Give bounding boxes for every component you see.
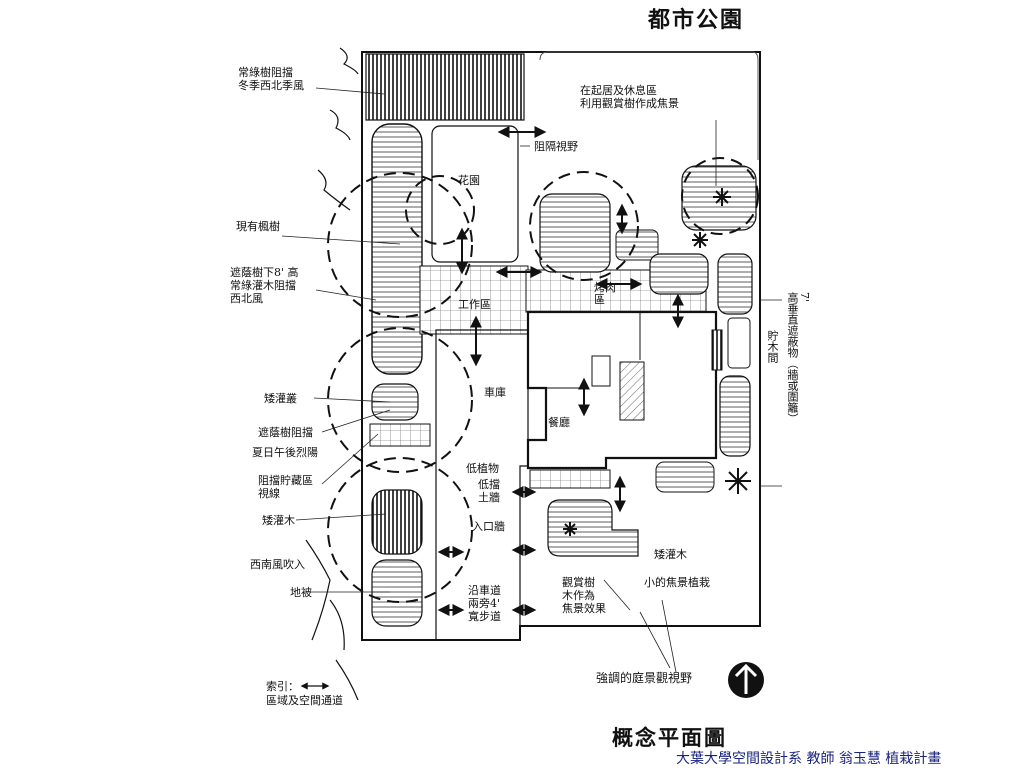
flower-garden-bed [431, 125, 519, 263]
north-arrow-symbol [728, 662, 764, 698]
label-index: 索引： [266, 680, 299, 693]
label-small-focal: 小的焦景植栽 [644, 576, 710, 589]
right-shrub-bed [717, 253, 753, 315]
storage-paving [369, 423, 431, 447]
label-garage: 車庫 [484, 386, 506, 399]
label-ornamental-tree: 觀賞樹 木作為 焦景效果 [562, 576, 606, 615]
woodpile-box [727, 317, 751, 369]
label-dwarf-shrub-right: 矮灌木 [654, 548, 687, 561]
dwarf-shrub-block [371, 489, 423, 555]
label-woodpile: 貯木間 [766, 330, 779, 363]
evergreen-windbreak-top [365, 53, 525, 121]
house-outline [526, 310, 723, 470]
title-concept-plan: 概念平面圖 [612, 725, 727, 750]
label-low-wall: 低擋 土牆 [478, 478, 500, 504]
label-existing-maple: 現有楓樹 [236, 220, 280, 233]
label-southwest-wind: 西南風吹入 [250, 558, 305, 571]
patio-planter-right [649, 253, 709, 295]
label-afternoon-sun: 夏日午後烈陽 [252, 446, 318, 459]
label-low-plants: 低植物 [466, 462, 499, 475]
label-entry-wall: 入口牆 [472, 520, 505, 533]
label-bbq: 烤肉 區 [594, 281, 616, 306]
label-dining: 餐廳 [548, 416, 570, 429]
dwarf-shrub-cluster [371, 383, 419, 421]
label-screen-vertical: 7' 高垂直遮蔽物（牆或圍籬） [786, 292, 811, 424]
wind-arrows [305, 47, 359, 701]
ground-cover-block [371, 559, 423, 627]
label-emphasize-view: 強調的庭景觀視野 [596, 671, 693, 685]
leader-lines [281, 87, 782, 673]
credit-line: 大葉大學空間設計系 教師 翁玉慧 植栽計畫 [676, 751, 942, 767]
label-dwarf-cluster: 矮灌叢 [264, 392, 297, 405]
label-flower-garden: 花園 [458, 174, 480, 187]
front-ornamental-planter [547, 499, 639, 557]
entry-paving [529, 469, 611, 489]
label-evergreen-windbreak: 常綠樹阻擋 冬季西北季風 [238, 66, 304, 92]
label-work-area: 工作區 [458, 298, 491, 311]
label-shade-shrub: 遮蔭樹下8' 高 常綠灌木阻擋 西北風 [230, 266, 299, 305]
label-dwarf-shrub: 矮灌木 [262, 514, 295, 527]
right-shrub-bed-lower [719, 375, 751, 457]
label-ground-cover: 地被 [290, 586, 312, 599]
label-sidewalk: 沿車道 兩旁4' 寬步道 [468, 584, 501, 623]
label-block-view: 阻隔視野 [534, 140, 578, 153]
label-shade-tree-block: 遮蔭樹阻擋 [258, 426, 313, 439]
circulation-arrows [437, 126, 684, 616]
title-urban-park: 都市公園 [648, 7, 745, 33]
left-hedge-column [371, 123, 423, 375]
garage-driveway [435, 329, 529, 641]
patio-planter-left [539, 193, 611, 273]
front-small-planter [655, 461, 715, 493]
tree-symbols [563, 188, 751, 536]
tree-canopies [327, 157, 759, 603]
label-block-storage: 阻擋貯藏區 視線 [258, 474, 313, 500]
label-index-desc: 區域及空間通道 [266, 694, 343, 707]
label-seating-area: 在起居及休息區 利用觀賞樹作成焦景 [580, 84, 679, 110]
